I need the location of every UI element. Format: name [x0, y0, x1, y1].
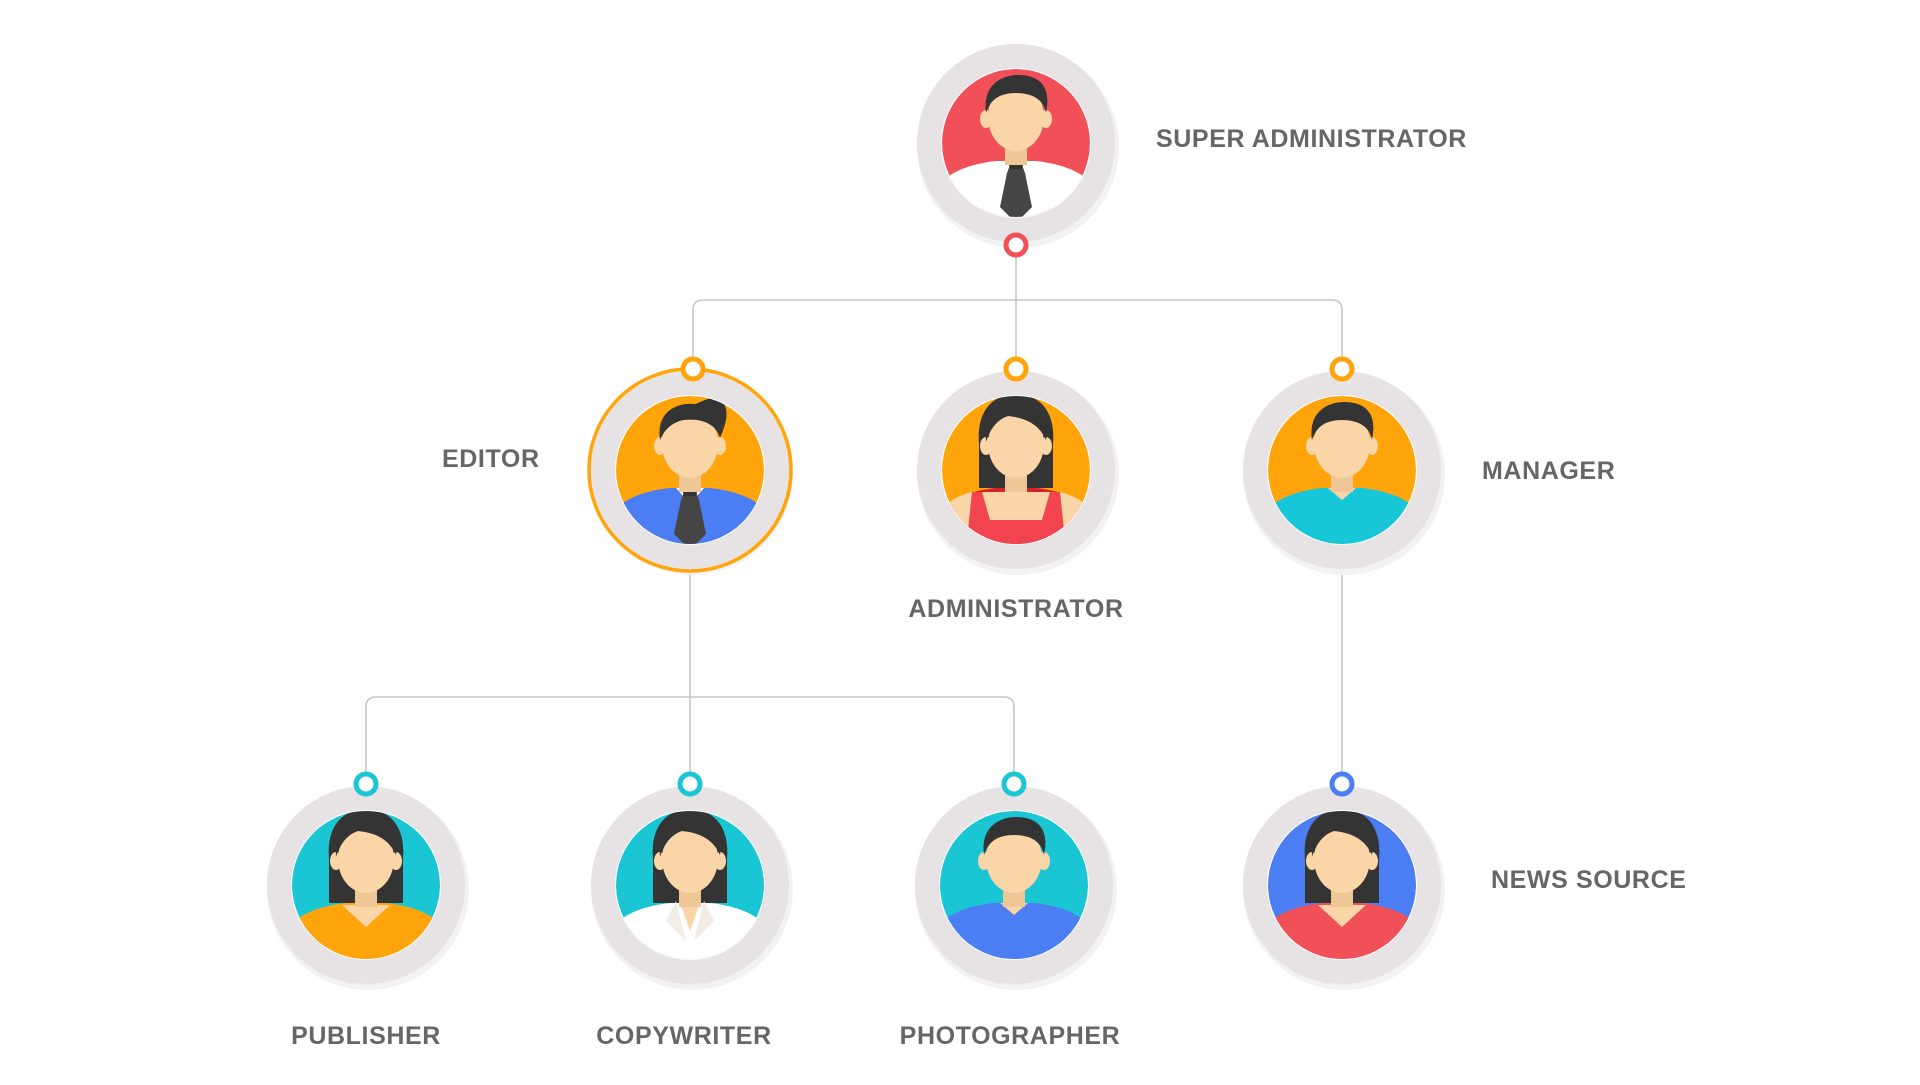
woman-white-shirt-avatar-icon	[616, 811, 764, 959]
man-shirt-tie-avatar-icon	[942, 69, 1090, 217]
node-news-source[interactable]	[1243, 786, 1445, 990]
node-editor[interactable]	[587, 367, 793, 575]
label-publisher: PUBLISHER	[291, 1022, 441, 1050]
woman-red-top-avatar-icon	[1268, 811, 1416, 959]
node-publisher[interactable]	[267, 786, 469, 990]
connector-bus-super_administrator	[692, 299, 1343, 311]
label-editor: EDITOR	[442, 445, 540, 473]
label-manager: MANAGER	[1482, 457, 1616, 485]
label-photographer: PHOTOGRAPHER	[899, 1022, 1121, 1050]
connector-dot-news-source	[1329, 771, 1355, 797]
connector-dot-editor	[680, 356, 706, 382]
connector-dot-manager	[1329, 356, 1355, 382]
man-teal-shirt-avatar-icon	[1268, 396, 1416, 544]
woman-red-dress-avatar-icon	[942, 396, 1090, 544]
node-copywriter[interactable]	[591, 786, 793, 990]
node-administrator[interactable]	[917, 371, 1119, 575]
connector-dot-administrator	[1003, 356, 1029, 382]
man-blue-suit-avatar-icon	[616, 396, 764, 544]
connector-dot-photographer	[1001, 771, 1027, 797]
connector-dot-copywriter	[677, 771, 703, 797]
node-super-administrator[interactable]	[917, 44, 1119, 248]
woman-orange-top-avatar-icon	[292, 811, 440, 959]
label-copywriter: COPYWRITER	[596, 1022, 772, 1050]
man-blue-shirt-avatar-icon	[940, 811, 1088, 959]
label-administrator: ADMINISTRATOR	[908, 595, 1124, 623]
label-news-source: NEWS SOURCE	[1491, 866, 1687, 894]
connector-dot-super-administrator	[1003, 232, 1029, 258]
node-manager[interactable]	[1243, 371, 1445, 575]
label-super-administrator: SUPER ADMINISTRATOR	[1156, 125, 1467, 153]
node-photographer[interactable]	[915, 786, 1117, 990]
connector-dot-publisher	[353, 771, 379, 797]
